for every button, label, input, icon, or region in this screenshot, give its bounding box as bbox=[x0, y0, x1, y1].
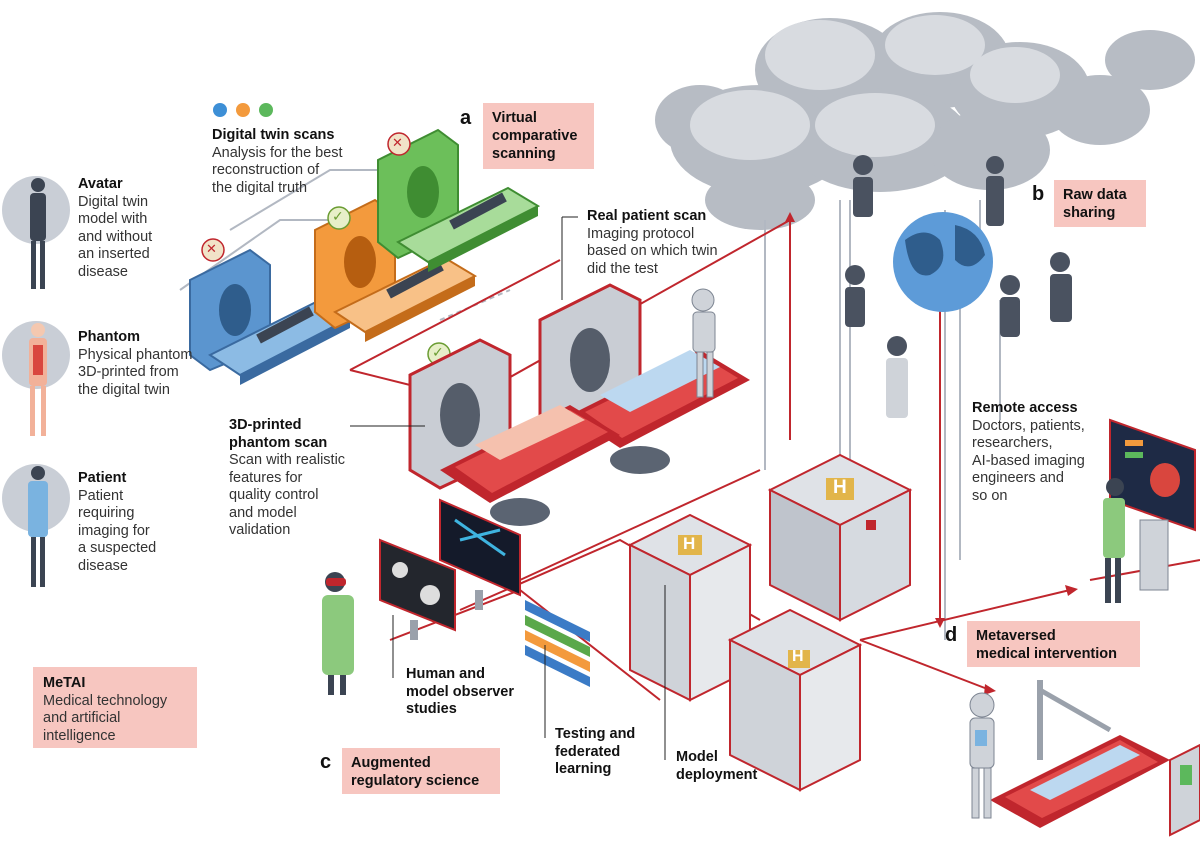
phantom-scan-title: 3D-printed phantom scan bbox=[229, 417, 328, 451]
remote-users bbox=[845, 155, 1072, 418]
phantom-scan-label: 3D-printed phantom scan Scan with realis… bbox=[229, 417, 389, 540]
section-d-label: Metaversed medical intervention bbox=[967, 621, 1140, 667]
phantom-figure bbox=[2, 321, 70, 436]
hospital-building-right bbox=[727, 608, 863, 792]
section-letter-d: d bbox=[945, 624, 958, 646]
green-scanner bbox=[377, 128, 541, 272]
section-c-label: Augmented regulatory science bbox=[342, 748, 500, 794]
observer-title: Human and model observer studies bbox=[406, 666, 514, 717]
avatar-title: Avatar bbox=[78, 176, 123, 192]
robot-figure bbox=[691, 288, 716, 398]
digital-twin-title: Digital twin scans bbox=[212, 127, 335, 143]
avatar-figure bbox=[2, 176, 70, 289]
observer-label: Human and model observer studies bbox=[406, 666, 536, 719]
remote-access-title: Remote access bbox=[972, 400, 1078, 416]
digital-twin-label: Digital twin scans Analysis for the best… bbox=[212, 127, 392, 197]
cross-icon: ✕ bbox=[206, 241, 217, 256]
phantom-description: Physical phantom 3D-printed from the dig… bbox=[78, 346, 193, 398]
intervention-bed bbox=[969, 680, 1200, 837]
patient-figure bbox=[2, 464, 70, 587]
metai-box: MeTAI Medical technology and artificial … bbox=[33, 667, 197, 748]
real-patient-description: Imaging protocol based on which twin did… bbox=[587, 225, 718, 277]
observer-monitors bbox=[379, 498, 521, 640]
testing-title: Testing and federated learning bbox=[555, 726, 636, 777]
deployment-title: Model deployment bbox=[676, 749, 758, 783]
phantom-label: Phantom Physical phantom 3D-printed from… bbox=[78, 329, 228, 399]
testing-label: Testing and federated learning bbox=[555, 726, 665, 779]
hospital-sign: H bbox=[833, 477, 847, 498]
section-b-label: Raw data sharing bbox=[1054, 180, 1146, 227]
remote-access-description: Doctors, patients, researchers, AI-based… bbox=[972, 417, 1085, 504]
section-letter-b: b bbox=[1032, 183, 1045, 205]
phantom-scanner bbox=[408, 338, 620, 526]
real-patient-title: Real patient scan bbox=[587, 208, 707, 224]
patient-label: Patient Patient requiring imaging for a … bbox=[78, 470, 198, 575]
vr-person bbox=[322, 572, 354, 695]
deployment-label: Model deployment bbox=[676, 749, 786, 784]
check-icon: ✓ bbox=[332, 208, 344, 224]
scan-color-dots bbox=[213, 103, 273, 117]
federated-data-bars bbox=[525, 600, 590, 687]
hospital-sign: H bbox=[683, 534, 696, 553]
blue-scanner bbox=[189, 248, 353, 385]
avatar-label: Avatar Digital twin model with and witho… bbox=[78, 176, 198, 281]
metai-title: MeTAI bbox=[43, 675, 86, 691]
globe bbox=[893, 212, 993, 312]
section-letter-a: a bbox=[460, 107, 472, 129]
phantom-title: Phantom bbox=[78, 329, 141, 345]
hospital-sign: H bbox=[792, 648, 804, 665]
status-markers bbox=[201, 132, 451, 366]
digital-twin-description: Analysis for the best reconstruction of … bbox=[212, 144, 343, 196]
patient-title: Patient bbox=[78, 470, 127, 486]
phantom-scan-description: Scan with realistic features for quality… bbox=[229, 452, 346, 538]
cross-icon: ✕ bbox=[392, 135, 403, 150]
hospital-building-center bbox=[767, 453, 913, 622]
remote-doctor-station bbox=[1103, 418, 1196, 603]
remote-access-label: Remote access Doctors, patients, researc… bbox=[972, 400, 1112, 505]
patient-description: Patient requiring imaging for a suspecte… bbox=[78, 487, 157, 574]
avatar-description: Digital twin model with and without an i… bbox=[78, 193, 153, 280]
real-patient-label: Real patient scan Imaging protocol based… bbox=[587, 208, 757, 278]
section-letter-c: c bbox=[320, 751, 332, 773]
check-icon: ✓ bbox=[432, 344, 444, 360]
section-a-label: Virtual comparative scanning bbox=[483, 103, 594, 169]
orange-scanner bbox=[314, 198, 478, 342]
metai-description: Medical technology and artificial intell… bbox=[43, 692, 168, 744]
